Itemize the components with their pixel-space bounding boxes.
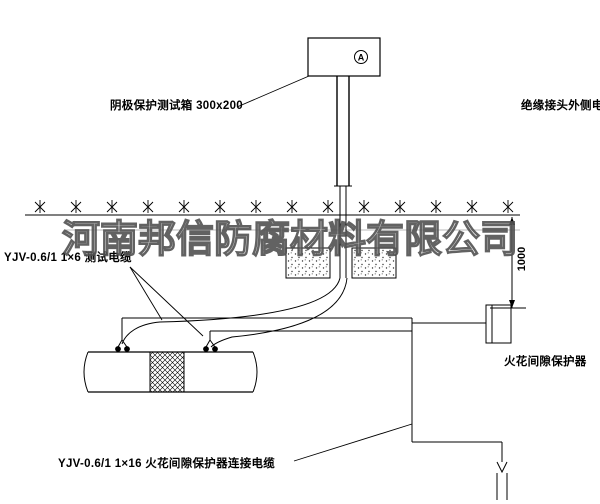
dimension-1000-line [490, 217, 526, 309]
pipe-joint-wrap [149, 351, 185, 393]
label-outer-cable: 绝缘接头外侧电缆 [521, 100, 600, 112]
label-connection-cable: YJV-0.6/1 1×16 火花间隙保护器连接电缆 [58, 458, 276, 470]
ground-symbols [34, 199, 514, 214]
test-box: A [307, 37, 381, 77]
protector-cables [121, 317, 503, 462]
label-spark-gap: 火花间隙保护器 [504, 356, 587, 368]
ammeter-symbol [354, 50, 368, 64]
label-dimension-1000: 1000 [516, 246, 528, 272]
label-test-cable: YJV-0.6/1 1×6 测试电缆 [4, 252, 132, 264]
pipeline [83, 351, 258, 393]
cable-terminals [115, 339, 218, 352]
leader-lines [129, 75, 413, 462]
concrete-blocks [285, 247, 397, 279]
spark-gap-protector [485, 304, 512, 344]
conduit-riser [334, 76, 352, 278]
test-cables [121, 277, 348, 348]
label-test-box: 阴极保护测试箱 300x200 [110, 100, 243, 112]
cable-break-symbol [496, 461, 508, 500]
ammeter-letter: A [358, 53, 365, 63]
